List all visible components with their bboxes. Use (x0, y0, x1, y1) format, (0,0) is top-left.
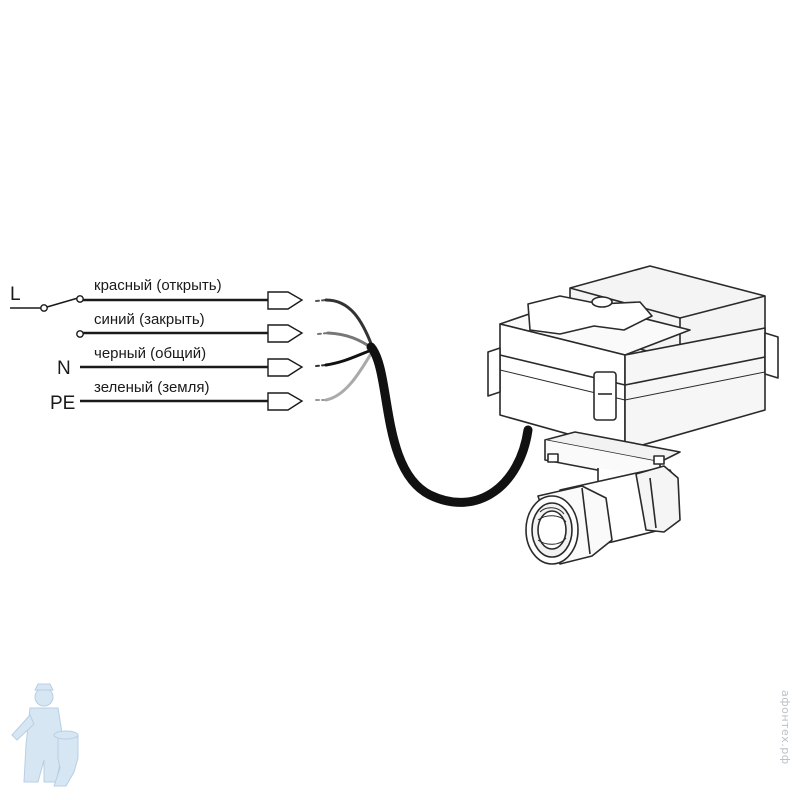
terminal-label-l: L (10, 284, 21, 305)
terminal-block (10, 291, 304, 411)
wire-label-blue: синий (закрыть) (94, 311, 205, 328)
terminal-label-pe: PE (50, 393, 75, 414)
wire-label-red: красный (открыть) (94, 277, 222, 294)
watermark-text: афонтех.рф (779, 690, 792, 765)
wire-label-green: зеленый (земля) (94, 379, 210, 396)
motorized-ball-valve-icon (487, 265, 779, 565)
plumber-mascot-icon (11, 683, 79, 787)
wire-label-black: черный (общий) (94, 345, 206, 362)
terminal-label-n: N (57, 358, 71, 379)
cable (315, 298, 533, 507)
